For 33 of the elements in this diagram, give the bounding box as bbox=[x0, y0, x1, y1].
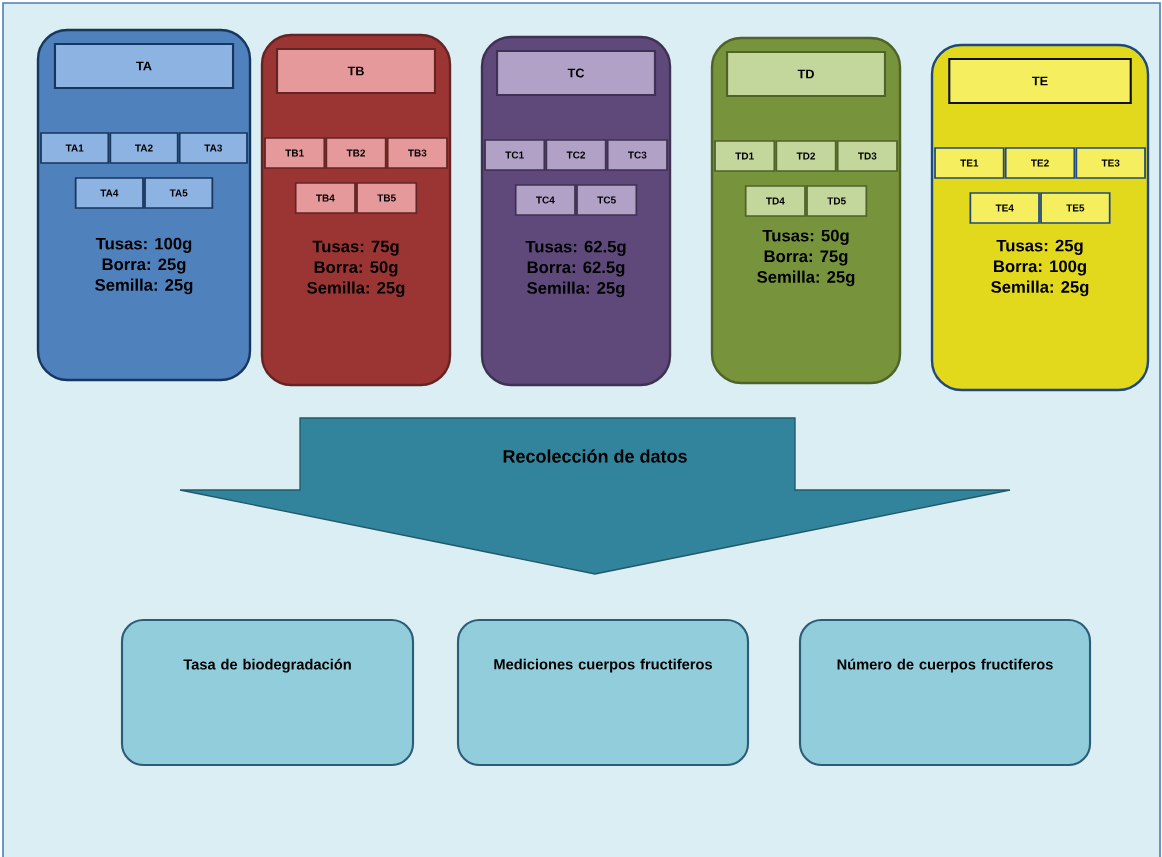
header-box: TB bbox=[276, 47, 437, 95]
sample-box: TB4 bbox=[294, 182, 356, 214]
result-box: Número de cuerpos fructiferos bbox=[798, 618, 1092, 767]
sample-box: TA1 bbox=[40, 132, 110, 164]
sample-box: TB2 bbox=[325, 137, 387, 169]
sample-box: TC4 bbox=[514, 184, 576, 216]
header-box: TD bbox=[726, 50, 887, 98]
sample-box: TE4 bbox=[969, 192, 1040, 224]
sample-box: TA4 bbox=[74, 177, 144, 209]
sample-box: TA5 bbox=[144, 177, 214, 209]
sample-box: TB1 bbox=[264, 137, 326, 169]
sample-box: TD2 bbox=[775, 140, 837, 172]
result-box: Mediciones cuerpos fructiferos bbox=[456, 618, 750, 767]
sample-box: TB5 bbox=[356, 182, 418, 214]
header-box: TE bbox=[948, 57, 1132, 105]
sample-box: TE5 bbox=[1040, 192, 1111, 224]
sample-box: TB3 bbox=[386, 137, 448, 169]
sample-box: TA2 bbox=[109, 132, 179, 164]
header-box: TA bbox=[53, 42, 235, 90]
sample-box: TA3 bbox=[178, 132, 248, 164]
sample-box: TD4 bbox=[744, 185, 806, 217]
sample-box: TE2 bbox=[1004, 147, 1076, 179]
sample-box: TC3 bbox=[606, 139, 668, 171]
result-box: Tasa de biodegradación bbox=[120, 618, 415, 767]
sample-box: TE3 bbox=[1075, 147, 1146, 179]
sample-box: TC1 bbox=[484, 139, 546, 171]
sample-box: TD3 bbox=[836, 140, 898, 172]
sample-box: TC5 bbox=[576, 184, 638, 216]
header-box: TC bbox=[496, 49, 657, 97]
sample-box: TD5 bbox=[806, 185, 868, 217]
sample-box: TD1 bbox=[714, 140, 776, 172]
sample-box: TE1 bbox=[934, 147, 1005, 179]
sample-box: TC2 bbox=[545, 139, 607, 171]
